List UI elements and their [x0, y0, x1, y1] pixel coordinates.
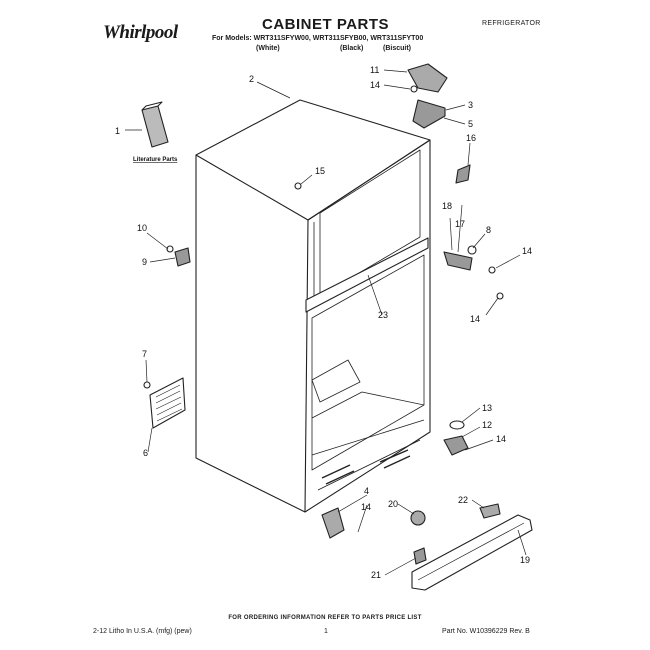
callout-3: 3 — [468, 100, 473, 110]
color-white: (White) — [256, 45, 280, 52]
callout-10: 10 — [137, 223, 147, 233]
callout-14-b: 14 — [522, 246, 532, 256]
literature-booklet — [141, 105, 169, 148]
callout-5: 5 — [468, 119, 473, 129]
bottom-hinge — [443, 435, 469, 456]
base-grille — [411, 514, 533, 591]
callout-14-a: 14 — [370, 80, 380, 90]
callout-18: 18 — [442, 201, 452, 211]
color-black: (Black) — [340, 45, 364, 52]
callout-11: 11 — [370, 65, 379, 75]
callout-8: 8 — [486, 225, 491, 235]
cabinet-left-side — [195, 155, 309, 513]
callout-16: 16 — [466, 133, 476, 143]
callout-14-d: 14 — [496, 434, 506, 444]
color-biscuit: (Biscuit) — [383, 45, 411, 52]
callout-22: 22 — [458, 495, 468, 505]
callout-1: 1 — [115, 126, 120, 136]
center-hinge — [443, 251, 473, 271]
rear-access-panel — [149, 377, 186, 429]
callout-4: 4 — [364, 486, 369, 496]
divider-rail — [305, 237, 429, 313]
callout-9: 9 — [142, 257, 147, 267]
callout-19: 19 — [520, 555, 530, 565]
callout-13: 13 — [482, 403, 492, 413]
callout-2: 2 — [249, 74, 254, 84]
brand-logo: Whirlpool — [103, 22, 178, 43]
models-line: For Models: WRT311SFYW00, WRT311SFYB00, … — [212, 35, 424, 42]
hinge-cover — [407, 63, 448, 93]
page-title: CABINET PARTS — [262, 16, 390, 33]
litho-info: 2-12 Litho In U.S.A. (mfg) (pew) — [93, 628, 192, 635]
callout-14-c: 14 — [470, 314, 480, 324]
callout-21: 21 — [371, 570, 381, 580]
callout-23: 23 — [378, 310, 388, 320]
callout-15: 15 — [315, 166, 325, 176]
cabinet-top — [195, 99, 431, 221]
page-number: 1 — [324, 628, 328, 635]
cabinet-front-right — [304, 139, 431, 513]
callout-14-e: 14 — [361, 502, 371, 512]
ordering-note: FOR ORDERING INFORMATION REFER TO PARTS … — [228, 615, 422, 621]
callout-7: 7 — [142, 349, 147, 359]
top-hinge — [412, 99, 446, 129]
callout-17: 17 — [455, 219, 465, 229]
literature-label: Literature Parts — [133, 157, 178, 163]
callout-12: 12 — [482, 420, 492, 430]
document-part-number: Part No. W10396229 Rev. B — [442, 628, 530, 635]
callout-6: 6 — [143, 448, 148, 458]
bracket-9 — [174, 247, 191, 267]
category-label: REFRIGERATOR — [482, 20, 541, 27]
leveling-leg — [321, 507, 345, 539]
roller — [410, 510, 426, 526]
callout-20: 20 — [388, 499, 398, 509]
